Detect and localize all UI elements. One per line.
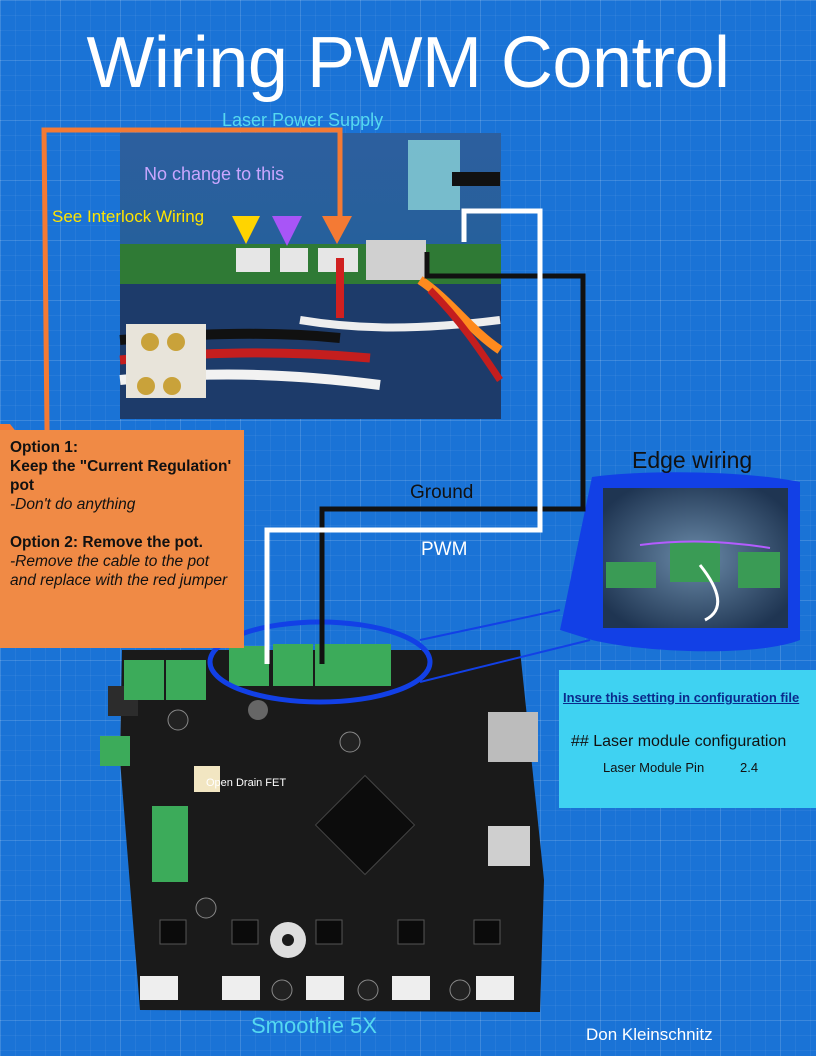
config-line-1: ## Laser module configuration xyxy=(571,733,787,750)
purple-arrow xyxy=(272,216,302,246)
ground-wire xyxy=(319,252,586,664)
smoothie-label: Smoothie 5X xyxy=(251,1013,377,1038)
options-box: Option 1: Keep the "Current Regulation' … xyxy=(0,430,244,648)
config-heading: Insure this setting in configuration fil… xyxy=(563,690,800,705)
option-1-text: Keep the "Current Regulation' pot xyxy=(10,458,232,494)
config-box xyxy=(559,670,816,808)
no-change-label: No change to this xyxy=(144,164,285,184)
edge-wiring-photo xyxy=(560,472,800,652)
interlock-label: See Interlock Wiring xyxy=(52,207,205,226)
open-drain-fet-label: Open Drain FET xyxy=(206,777,287,789)
ground-label: Ground xyxy=(410,482,474,503)
option-1-heading: Option 1: xyxy=(10,439,79,456)
pwm-label: PWM xyxy=(421,539,468,560)
yellow-arrow xyxy=(232,216,260,244)
page-title: Wiring PWM Control xyxy=(86,23,730,103)
author-label: Don Kleinschnitz xyxy=(586,1025,713,1044)
laser-power-supply-label: Laser Power Supply xyxy=(222,110,384,130)
option-2-note: -Remove the cable to the pot and replace… xyxy=(10,553,228,589)
config-pin-value: 2.4 xyxy=(740,760,759,775)
option-2-heading: Option 2: Remove the pot. xyxy=(10,534,203,551)
option-wire-orange xyxy=(41,127,343,431)
option-1-note: -Don't do anything xyxy=(10,496,136,513)
orange-arrow xyxy=(322,216,352,244)
smoothie-board-photo xyxy=(100,644,544,1012)
config-line-2: Laser Module Pin xyxy=(603,760,705,775)
edge-wiring-label: Edge wiring xyxy=(632,447,753,473)
pwm-wire xyxy=(264,208,543,664)
